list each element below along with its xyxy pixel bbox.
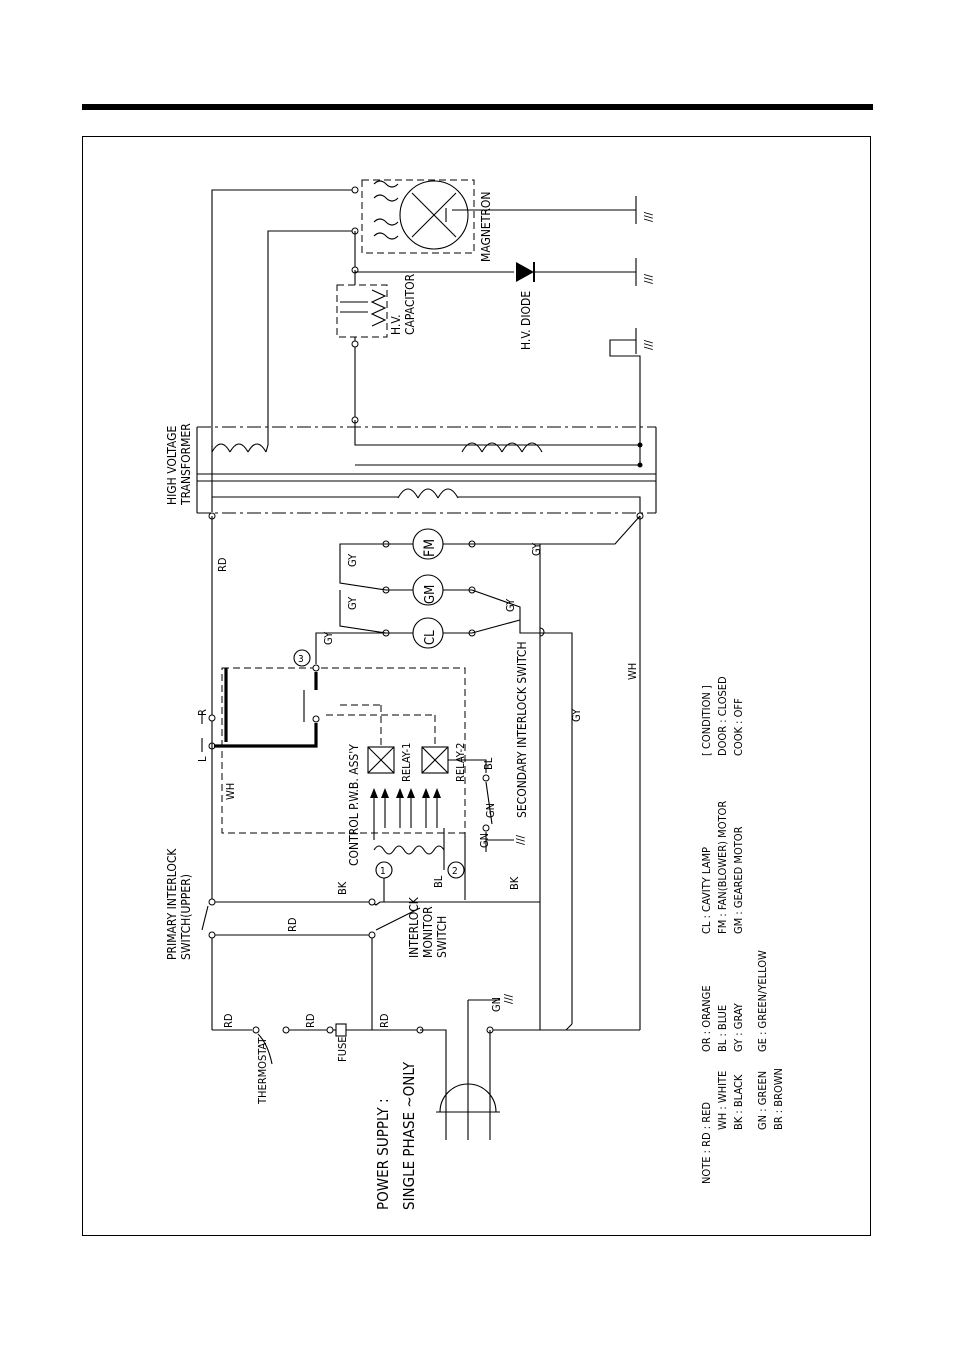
svg-text:RD: RD: [216, 557, 229, 572]
svg-text:GY: GY: [322, 631, 335, 645]
note-fm: FM : FAN(BLOWER) MOTOR: [716, 801, 729, 934]
svg-text:RD: RD: [378, 1013, 391, 1028]
svg-text:///: ///: [642, 211, 655, 222]
pin-2: 2: [452, 866, 458, 877]
svg-text:BK: BK: [336, 881, 349, 895]
magnetron: [361, 179, 475, 254]
thermostat-label: THERMOSTAT: [256, 1037, 269, 1105]
ground-symbol: /// /// ///: [635, 196, 655, 354]
power-supply-label-2: SINGLE PHASE ~ONLY: [400, 1061, 418, 1210]
svg-text:BL: BL: [432, 875, 445, 888]
hv-diode: [355, 262, 636, 282]
note-gm: GM : GEARED MOTOR: [732, 826, 745, 934]
svg-text:GM: GM: [423, 585, 438, 604]
svg-text:GY: GY: [504, 598, 517, 612]
hv-capacitor: [336, 284, 388, 338]
interlock-monitor-label-3: SWITCH: [435, 916, 449, 958]
note-bl: BL : BLUE: [716, 1005, 729, 1052]
svg-text:RD: RD: [222, 1013, 235, 1028]
svg-text:///: ///: [514, 834, 527, 845]
svg-text:GN: GN: [490, 997, 503, 1012]
svg-text:GY: GY: [346, 596, 359, 610]
svg-text:///: ///: [642, 339, 655, 350]
note-gn: GN : GREEN: [756, 1071, 769, 1130]
transformer-label-2: TRANSFORMER: [179, 423, 193, 506]
svg-text:GN: GN: [484, 803, 497, 818]
cavity-lamp: CL: [412, 617, 444, 649]
header-rule: [82, 104, 873, 110]
transformer-label-1: HIGH VOLTAGE: [165, 426, 179, 505]
svg-text:BK: BK: [508, 876, 521, 890]
svg-text:RD: RD: [286, 917, 299, 932]
terminal-r: R: [196, 709, 209, 716]
pin-3: 3: [298, 654, 304, 665]
condition-cook: COOK : OFF: [732, 698, 745, 756]
svg-text:WH: WH: [626, 663, 639, 680]
svg-text:GY: GY: [346, 553, 359, 567]
interlock-monitor-label-1: INTERLOCK: [407, 896, 421, 958]
condition-door: DOOR : CLOSED: [716, 676, 729, 756]
note-or: OR : ORANGE: [700, 985, 713, 1052]
relay1-label: RELAY-1: [400, 743, 413, 782]
condition-title: [ CONDITION ]: [700, 685, 713, 756]
svg-text:WH: WH: [224, 783, 237, 800]
svg-text:RD: RD: [304, 1013, 317, 1028]
secondary-interlock-label: SECONDARY INTERLOCK SWITCH: [515, 641, 529, 818]
power-supply-label-1: POWER SUPPLY :: [374, 1098, 392, 1210]
control-pwb-label: CONTROL P.W.B. ASS'Y: [347, 744, 361, 866]
note-wh: WH : WHITE: [716, 1071, 729, 1130]
control-pwb: [221, 667, 466, 855]
svg-text:///: ///: [642, 273, 655, 284]
svg-text:GN: GN: [478, 833, 491, 848]
note-cl: CL : CAVITY LAMP: [700, 847, 713, 934]
wire-color-labels: RD WH BK RD RD RD RD GY GY GY GY GY GY W…: [216, 542, 639, 1028]
relay2-label: RELAY-2: [454, 743, 467, 782]
svg-text:BL: BL: [482, 757, 495, 770]
terminal-l: L: [196, 756, 209, 762]
note-br: BR : BROWN: [772, 1068, 785, 1130]
svg-text:CL: CL: [423, 630, 438, 645]
pin-1: 1: [380, 866, 386, 877]
diagram-frame: [82, 136, 871, 1236]
high-voltage-transformer: [196, 426, 657, 514]
svg-text:GY: GY: [570, 708, 583, 722]
interlock-monitor-label-2: MONITOR: [421, 906, 435, 958]
svg-text:///: ///: [502, 993, 515, 1004]
svg-text:GY: GY: [530, 542, 543, 556]
magnetron-label: MAGNETRON: [479, 192, 493, 262]
svg-text:FM: FM: [422, 539, 438, 557]
hv-diode-label: H.V. DIODE: [519, 291, 533, 350]
note-ge: GE : GREEN/YELLOW: [756, 950, 769, 1052]
primary-interlock-label-1: PRIMARY INTERLOCK: [165, 848, 179, 960]
note-bk: BK : BLACK: [732, 1074, 745, 1130]
legend-notes: NOTE : RD : RED WH : WHITE BK : BLACK GN…: [700, 676, 785, 1184]
note-gy: GY : GRAY: [732, 1002, 745, 1052]
hv-capacitor-label-1: H.V.: [389, 314, 403, 335]
geared-motor: GM: [412, 574, 444, 606]
fuse-label: FUSE: [336, 1037, 349, 1062]
fan-motor: FM: [412, 528, 444, 560]
note-rd: NOTE : RD : RED: [700, 1102, 713, 1184]
hv-capacitor-label-2: CAPACITOR: [403, 273, 417, 335]
primary-interlock-label-2: SWITCH(UPPER): [179, 874, 193, 960]
